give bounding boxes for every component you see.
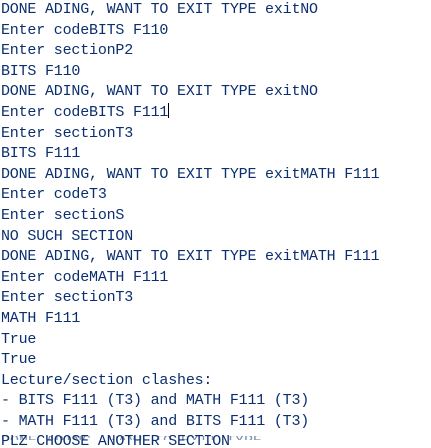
- console-line-with-caret: Enter codeBITS F111: [1, 102, 431, 124]
- text-cursor: [168, 102, 170, 118]
- console-line: Enter codeBITS F110: [1, 21, 169, 39]
- console-line: Enter sectionT3: [1, 124, 134, 142]
- console-line: DONE ADING, WANT TO EXIT TYPE exitMATH F…: [1, 165, 380, 183]
- console-line: BITS F111: [1, 145, 81, 163]
- console-line-partial: DONE ADING, WANT TO EXIT TYPE: [1, 436, 263, 448]
- console-line: - MATH F111 (T3) and BITS F111 (T3): [1, 412, 310, 430]
- console-line: DONE ADING, WANT TO EXIT TYPE exitNO: [1, 1, 318, 18]
- console-line: NO SUCH SECTION: [1, 227, 134, 245]
- console-line: Enter sectionT3: [1, 289, 134, 307]
- console-line: MATH F111: [1, 309, 81, 327]
- console-line: True: [1, 351, 37, 369]
- console-line: DONE ADING, WANT TO EXIT TYPE exitNO: [1, 83, 318, 101]
- console-line: Enter codeT3: [1, 186, 107, 204]
- console-line: Enter codeMATH F111: [1, 268, 169, 286]
- console-line: - BITS F111 (T3) and MATH F111 (T3): [1, 392, 310, 410]
- console-line: Lecture/section clashes:: [1, 371, 213, 389]
- console-line: DONE ADING, WANT TO EXIT TYPE exitMATH F…: [1, 248, 380, 266]
- console-line: Enter sectionP2: [1, 42, 134, 60]
- console-line: Enter sectionS: [1, 206, 125, 224]
- console-line: PLZ CHOOSE ANOTHER SECTION: [1, 433, 230, 445]
- console-line-text: Enter codeBITS F111: [1, 103, 169, 121]
- console-line: BITS F110: [1, 62, 81, 80]
- console-line: True: [1, 330, 37, 348]
